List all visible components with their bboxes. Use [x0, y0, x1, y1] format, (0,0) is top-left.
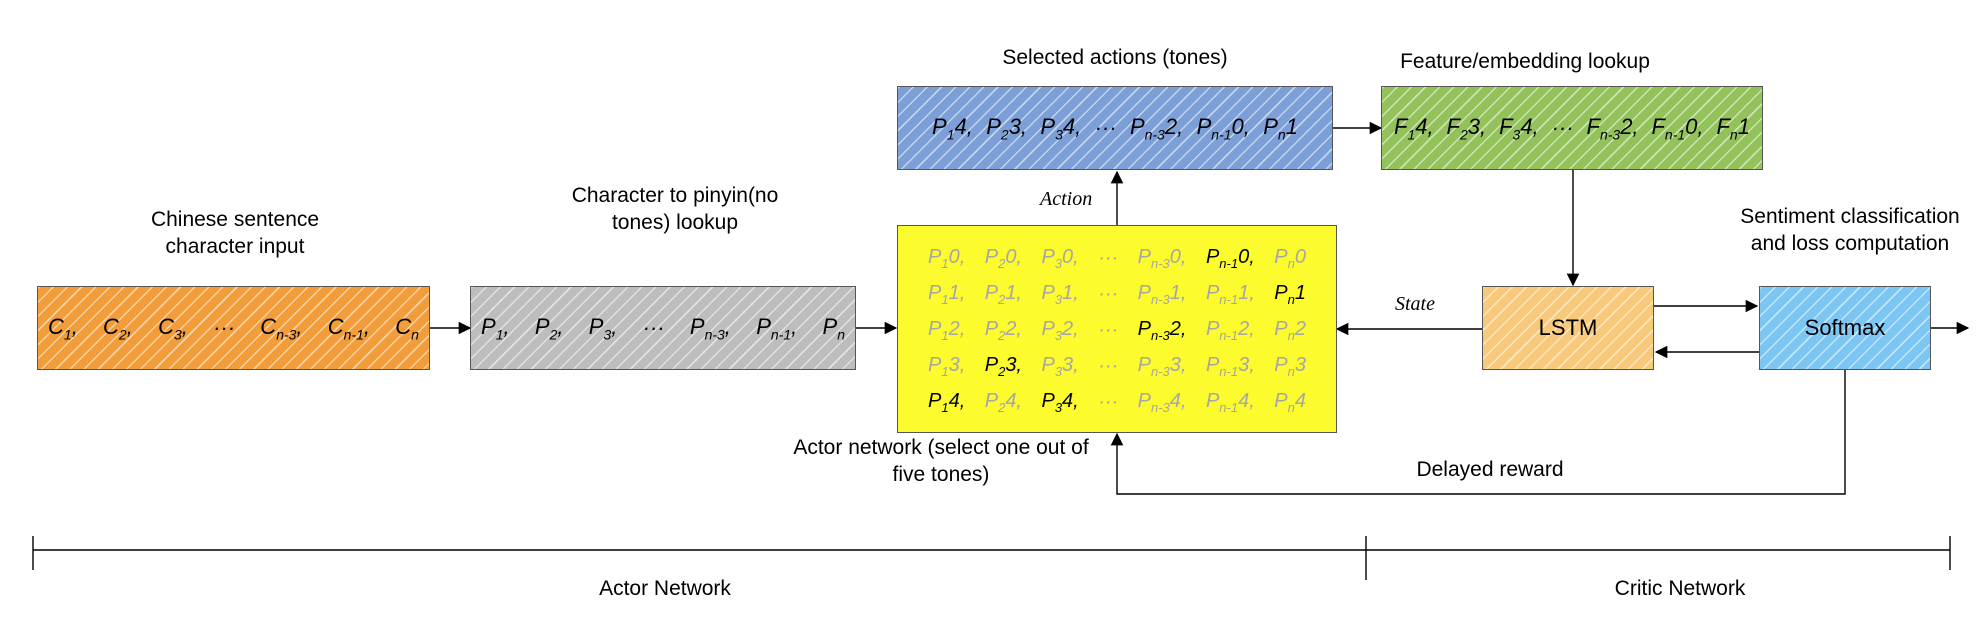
- tone-cell: Pn3: [1274, 353, 1306, 379]
- tone-cell: Pn0: [1274, 245, 1306, 271]
- tone-cell: P10,: [928, 245, 966, 271]
- pinyin-token: Pn-1,: [756, 313, 798, 343]
- tone-cell: Pn1: [1274, 281, 1306, 307]
- tone-cell: P32,: [1041, 317, 1079, 343]
- tone-cell: Pn-10,: [1205, 245, 1255, 271]
- char-token: Cn: [395, 313, 419, 343]
- tone-cell: P20,: [984, 245, 1022, 271]
- actor-network-label: Actor network (select one out of five to…: [793, 436, 1089, 486]
- char-token: C2,: [103, 313, 133, 343]
- feature-token: F34,: [1499, 113, 1539, 143]
- action-token: P14,: [932, 113, 973, 143]
- features-sequence: F14, F23, F34, ··· Fn-32, Fn-10, Fn1: [1394, 87, 1750, 169]
- lstm-label: LSTM: [1538, 315, 1598, 340]
- tone-row: P11, P21, P31, ··· Pn-31, Pn-11, Pn1: [928, 276, 1306, 312]
- selected-actions-box: P14, P23, P34, ··· Pn-32, Pn-10, Pn1: [897, 86, 1333, 170]
- action-token: P34,: [1040, 113, 1082, 143]
- pinyin-label: Character to pinyin(no tones) lookup: [571, 184, 779, 234]
- action-token: P23,: [986, 113, 1028, 143]
- tone-cell: P31,: [1041, 281, 1079, 307]
- action-label: Action: [1040, 188, 1093, 210]
- pinyin-token: Pn: [822, 313, 845, 343]
- arrow-delayed-reward: [1110, 370, 1846, 495]
- tone-row: P14, P24, P34, ··· Pn-34, Pn-14, Pn4: [928, 384, 1306, 420]
- tone-cell: Pn-13,: [1205, 353, 1255, 379]
- softmax-label: Softmax: [1804, 315, 1886, 340]
- pinyin-token: P1,: [481, 313, 510, 343]
- tone-cell: P21,: [984, 281, 1022, 307]
- sentiment-label: Sentiment classification and loss comput…: [1740, 205, 1960, 255]
- tone-cell: P13,: [928, 353, 966, 379]
- tone-cell: P23,: [984, 353, 1022, 379]
- tone-cell: P11,: [928, 281, 966, 307]
- tone-cell: ···: [1098, 318, 1119, 341]
- actions-sequence: P14, P23, P34, ··· Pn-32, Pn-10, Pn1: [932, 87, 1298, 169]
- tone-cell: ···: [1098, 354, 1119, 377]
- tone-cell: P22,: [984, 317, 1022, 343]
- action-token: ···: [1094, 115, 1117, 140]
- pinyin-token: P3,: [588, 313, 618, 343]
- feature-label: Feature/embedding lookup: [1400, 50, 1650, 73]
- pinyin-token: P2,: [534, 313, 564, 343]
- selected-actions-label: Selected actions (tones): [1002, 46, 1228, 69]
- feature-token: F14,: [1394, 113, 1434, 143]
- tone-cell: P12,: [928, 317, 966, 343]
- tone-row: P13, P23, P33, ··· Pn-33, Pn-13, Pn3: [928, 348, 1306, 384]
- feature-token: Fn1: [1716, 113, 1750, 143]
- tone-cell: P24,: [984, 389, 1022, 415]
- char-token: Cn-3,: [260, 313, 303, 343]
- lstm-box: LSTM: [1482, 286, 1654, 370]
- tone-cell: P33,: [1041, 353, 1079, 379]
- char-token: Cn-1,: [327, 313, 371, 343]
- tone-cell: P34,: [1041, 389, 1079, 415]
- tone-row: P12, P22, P32, ··· Pn-32, Pn-12, Pn2: [928, 312, 1306, 348]
- action-token: Pn-10,: [1196, 113, 1250, 143]
- action-token: Pn-32,: [1129, 113, 1184, 143]
- tone-cell: Pn-12,: [1205, 317, 1255, 343]
- action-token: Pn1: [1263, 113, 1298, 143]
- tone-cell: Pn-34,: [1137, 389, 1187, 415]
- char-token: ···: [213, 315, 236, 340]
- pinyin-sequence: P1, P2, P3, ··· Pn-3, Pn-1, Pn: [481, 287, 845, 369]
- delayed-reward-label: Delayed reward: [1416, 458, 1564, 481]
- tone-cell: Pn-32,: [1137, 317, 1187, 343]
- char-token: C3,: [158, 313, 188, 343]
- critic-section-label: Critic Network: [1614, 577, 1746, 600]
- character-sequence: C1, C2, C3, ··· Cn-3, Cn-1, Cn: [48, 287, 419, 369]
- feature-token: ···: [1551, 115, 1574, 140]
- state-label: State: [1395, 293, 1435, 315]
- char-token: C1,: [48, 313, 78, 343]
- character-input-box: C1, C2, C3, ··· Cn-3, Cn-1, Cn: [37, 286, 430, 370]
- pinyin-lookup-box: P1, P2, P3, ··· Pn-3, Pn-1, Pn: [470, 286, 856, 370]
- tone-cell: ···: [1098, 390, 1119, 413]
- tone-cell: P14,: [928, 389, 966, 415]
- feature-token: Fn-32,: [1586, 113, 1639, 143]
- input-label: Chinese sentence character input: [150, 208, 320, 258]
- feature-token: F23,: [1446, 113, 1487, 143]
- tone-cell: Pn-14,: [1205, 389, 1255, 415]
- feature-token: Fn-10,: [1651, 113, 1704, 143]
- actor-section-label: Actor Network: [599, 577, 731, 600]
- tone-row: P10, P20, P30, ··· Pn-30, Pn-10, Pn0: [928, 240, 1306, 276]
- pinyin-token: Pn-3,: [689, 313, 731, 343]
- tone-cell: Pn-11,: [1205, 281, 1255, 307]
- tone-cell: Pn-33,: [1137, 353, 1187, 379]
- tone-cell: Pn-30,: [1137, 245, 1187, 271]
- tone-cell: Pn-31,: [1137, 281, 1187, 307]
- tone-cell: ···: [1098, 246, 1119, 269]
- tone-cell: Pn2: [1274, 317, 1306, 343]
- softmax-box: Softmax: [1759, 286, 1931, 370]
- tone-cell: P30,: [1041, 245, 1079, 271]
- tone-cell: Pn4: [1274, 389, 1306, 415]
- tone-cell: ···: [1098, 282, 1119, 305]
- feature-lookup-box: F14, F23, F34, ··· Fn-32, Fn-10, Fn1: [1381, 86, 1763, 170]
- pinyin-token: ···: [642, 315, 665, 340]
